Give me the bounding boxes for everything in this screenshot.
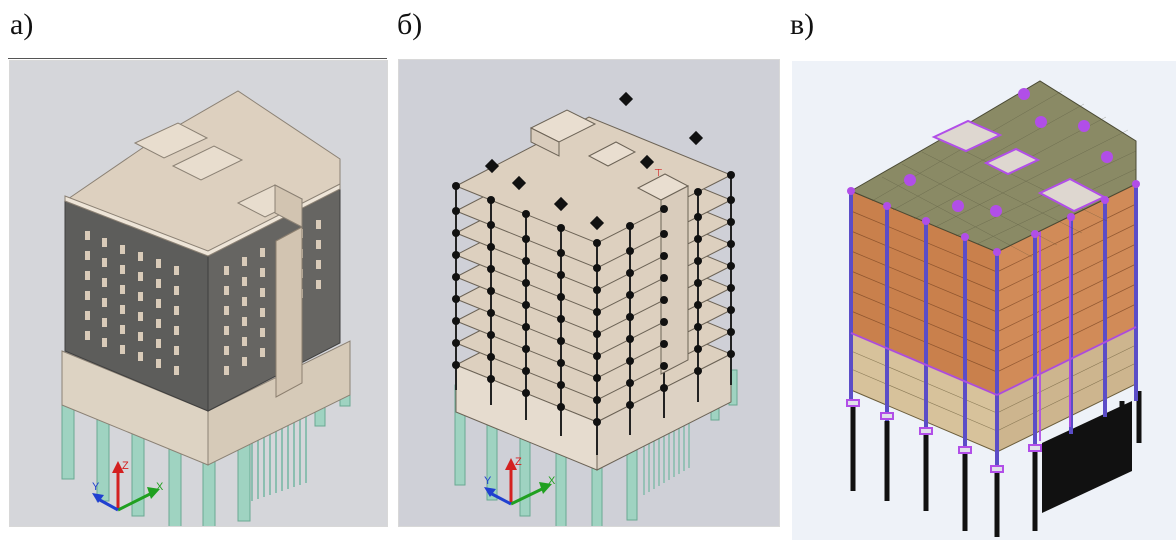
axis-x-label-b: X (548, 475, 556, 487)
building-render-c (846, 80, 1142, 537)
panel-label-b: б) (397, 8, 423, 41)
axis-triad-a (92, 461, 160, 512)
axis-x-label-a: X (156, 481, 164, 493)
axis-z-label-b: Z (515, 456, 522, 468)
structural-nodes-b (452, 171, 735, 426)
panel-a-architectural-model: Z X Y (9, 60, 388, 527)
axis-z-label-a: Z (122, 460, 129, 472)
building-render-a: Z X Y (61, 90, 351, 526)
panel-label-a: а) (10, 8, 34, 41)
roof-boxes-c (931, 119, 1107, 213)
windows-left-a (85, 231, 179, 375)
pile-caps-c (846, 399, 1042, 473)
dense-piles-c (1042, 401, 1132, 513)
building-render-b: ⊤ Z X Y (452, 91, 738, 526)
panel-b-structural-model: ⊤ Z X Y (398, 59, 780, 527)
panel-c-fe-model (792, 61, 1176, 540)
pile-grid-a (251, 415, 307, 501)
divider-line (8, 58, 387, 59)
roof-nodes-b (484, 91, 704, 231)
fe-nodes-c (847, 88, 1140, 256)
panel-label-c: в) (790, 8, 815, 41)
axis-triad-b (484, 458, 552, 506)
axis-y-label-a: Y (92, 481, 100, 493)
red-marker: ⊤ (654, 168, 663, 179)
axis-y-label-b: Y (484, 475, 492, 487)
